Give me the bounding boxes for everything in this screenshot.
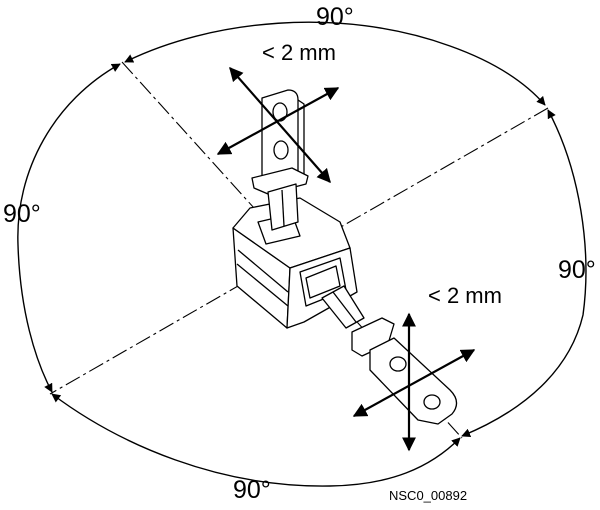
angle-label-top: 90° [316,3,354,31]
upper-stem-line [281,189,285,227]
sensor-window-inner [305,265,341,299]
upper-arrow-b [216,87,340,155]
upper-busbar-edge [297,99,305,177]
angle-label-bottom: 90° [233,476,271,504]
lower-stem-line [332,291,357,323]
axis-line-b [49,107,549,395]
tolerance-label-upper: < 2 mm [262,40,336,65]
lower-hole-2 [423,394,441,410]
lower-hole-1 [389,356,407,372]
angle-label-left: 90° [3,200,41,228]
lower-busbar-plate [369,337,458,425]
reference-code: NSC0_00892 [389,488,467,503]
arc-top [124,21,546,106]
sensor-edge [237,249,289,293]
lower-arrow-diagonal [352,349,476,417]
angle-arcs [17,21,587,487]
lower-move-arrows [352,312,476,452]
arc-left [17,63,121,393]
upper-move-arrows [216,66,340,184]
upper-hole-2 [273,140,289,160]
arc-right [461,109,587,438]
sensor-edge-2 [236,263,289,307]
angle-label-right: 90° [558,256,596,284]
tolerance-label-lower: < 2 mm [428,283,502,308]
arc-bottom [51,393,461,487]
lower-stem [321,285,365,329]
